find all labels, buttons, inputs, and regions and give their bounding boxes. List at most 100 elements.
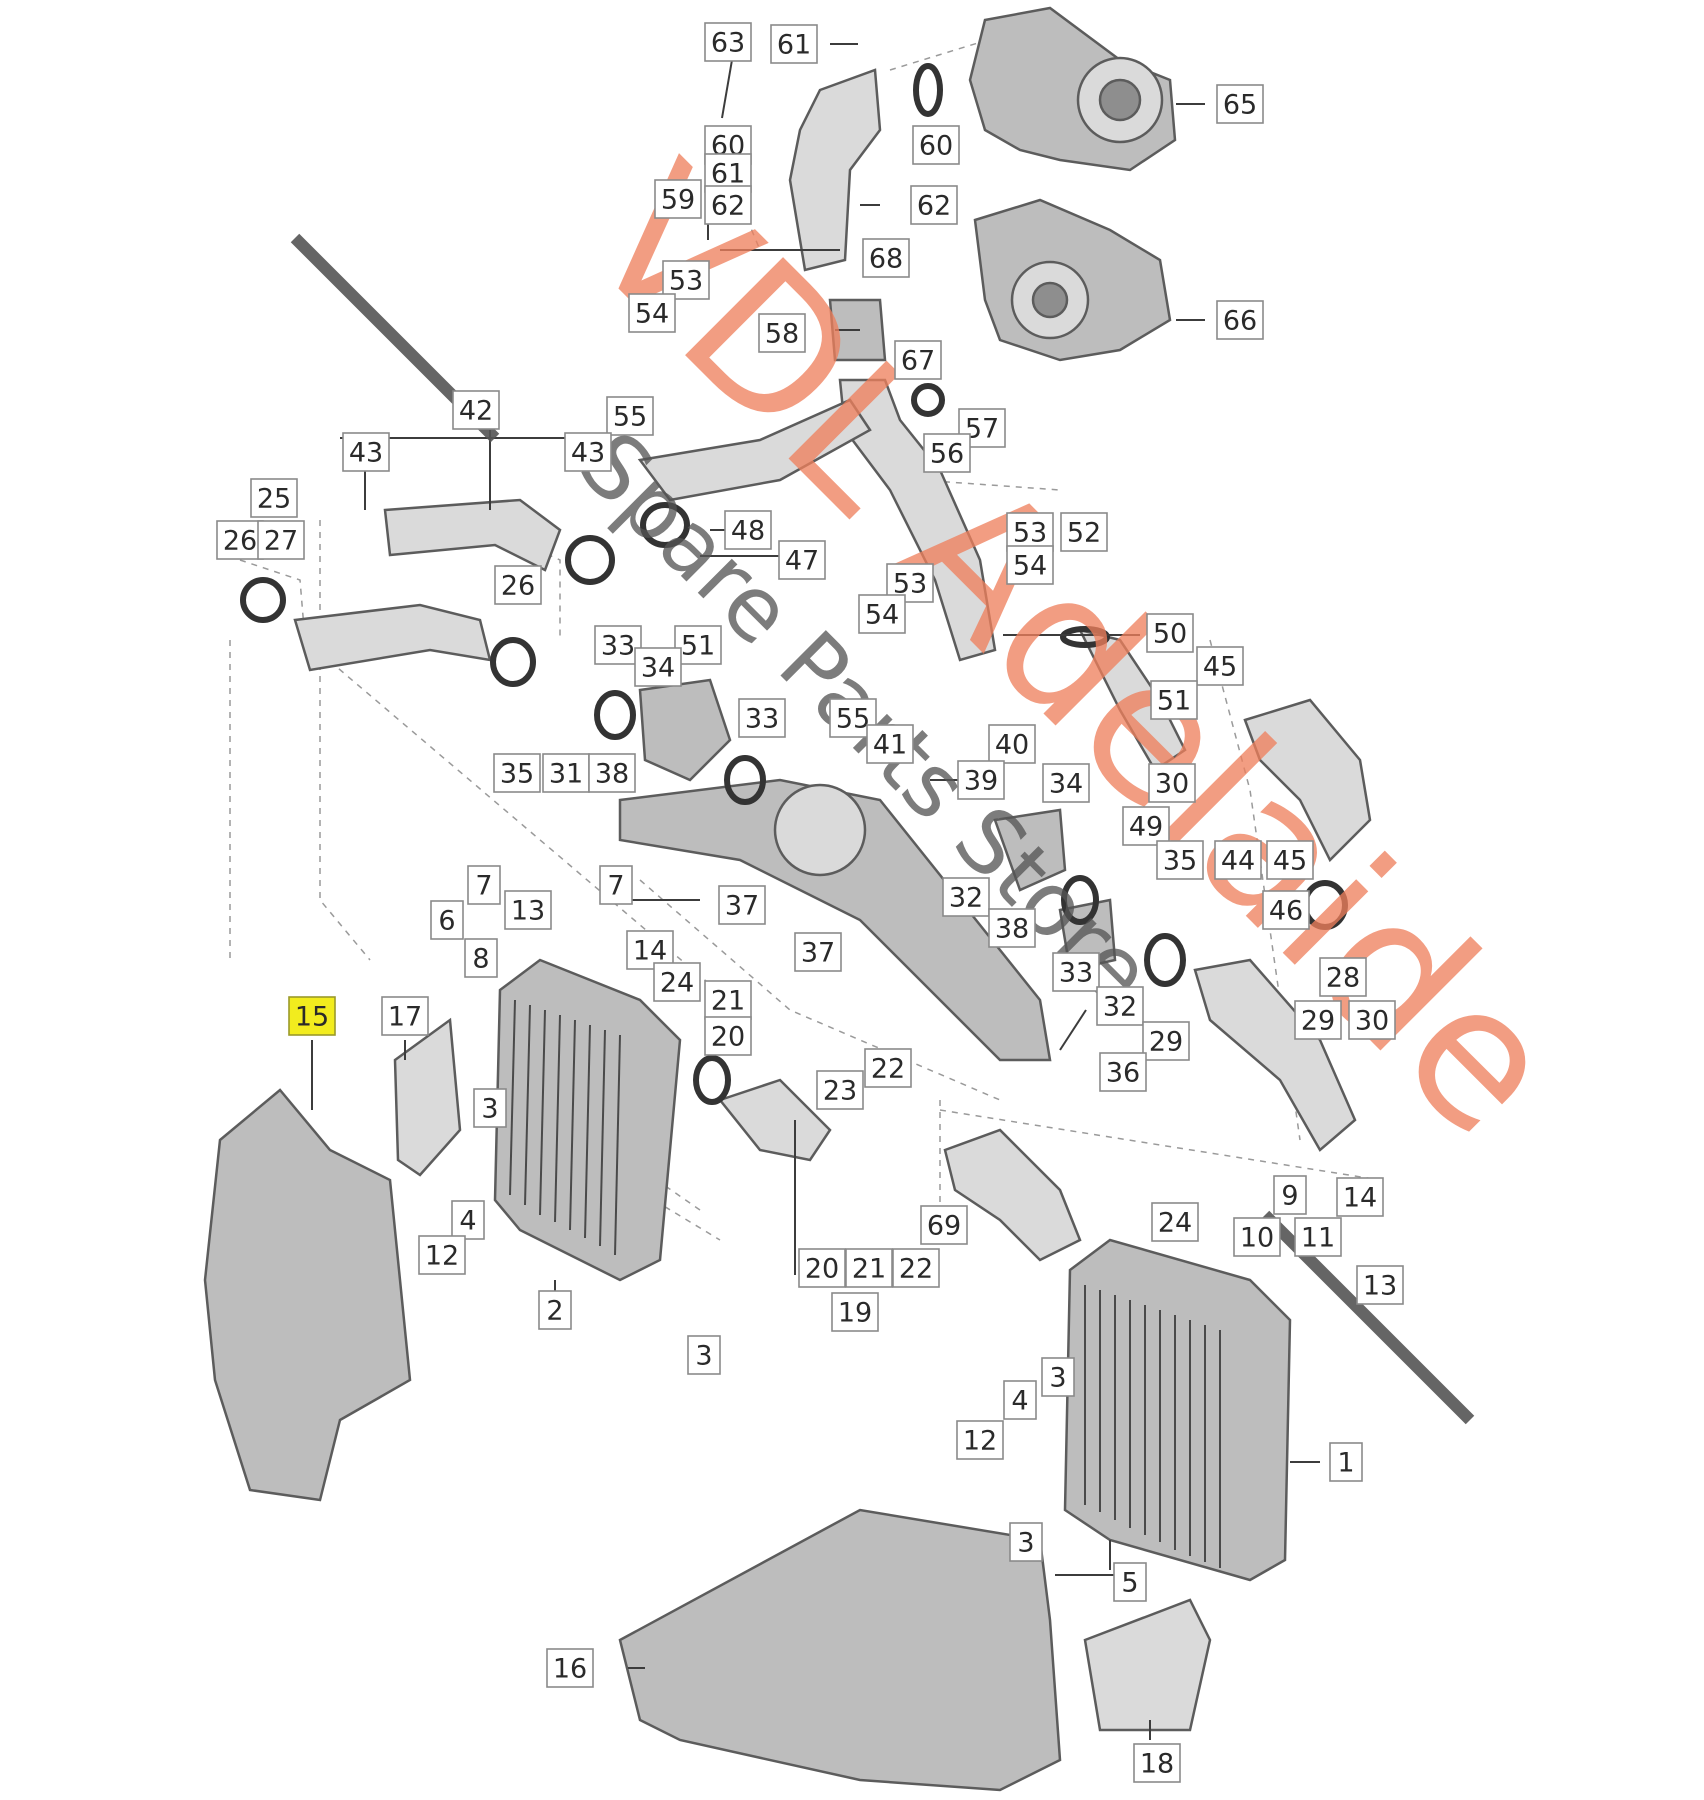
callout-box	[910, 185, 958, 225]
callout-number: 31	[549, 759, 583, 790]
callout-52-c52: 52	[1060, 512, 1108, 552]
callout-number: 16	[553, 1654, 587, 1685]
callout-box	[594, 625, 642, 665]
callout-23-c23: 23	[816, 1070, 864, 1110]
callout-number: 26	[223, 526, 257, 557]
callout-35-c35b: 35	[1156, 840, 1204, 880]
callout-24-c24b: 24	[1151, 1202, 1199, 1242]
callout-number: 55	[613, 402, 647, 433]
callout-number: 61	[711, 159, 745, 190]
callout-number: 56	[930, 439, 964, 470]
callout-number: 3	[481, 1094, 498, 1125]
callout-number: 53	[669, 266, 703, 297]
callout-box	[770, 24, 818, 64]
callout-number: 8	[472, 944, 489, 975]
callout-box	[430, 900, 464, 940]
callout-number: 65	[1223, 90, 1257, 121]
callout-box	[257, 520, 305, 560]
callout-box	[866, 724, 914, 764]
callout-number: 32	[949, 883, 983, 914]
callout-box	[1273, 1175, 1307, 1215]
callout-box	[654, 179, 702, 219]
callout-2-c2: 2	[538, 1290, 572, 1330]
callout-18-c18: 18	[1133, 1743, 1181, 1783]
callout-13-c13a: 13	[504, 890, 552, 930]
callout-box	[1336, 1177, 1384, 1217]
callout-box	[816, 1070, 864, 1110]
callout-38-c38a: 38	[588, 753, 636, 793]
callout-17-c17: 17	[381, 996, 429, 1036]
callout-51-c51b: 51	[1150, 680, 1198, 720]
callout-box	[494, 565, 542, 605]
callout-box	[288, 996, 336, 1036]
callout-box	[1329, 1442, 1363, 1482]
callout-54-c54b: 54	[1006, 545, 1054, 585]
callout-number: 35	[1163, 846, 1197, 877]
callout-number: 22	[871, 1054, 905, 1085]
callout-55-c55b: 55	[829, 698, 877, 738]
callout-box	[1041, 1357, 1075, 1397]
callout-box	[1262, 890, 1310, 930]
callout-number: 52	[1067, 518, 1101, 549]
callout-number: 13	[1363, 1271, 1397, 1302]
callout-66-c66: 66	[1216, 300, 1264, 340]
callout-34-c34b: 34	[1042, 763, 1090, 803]
callout-box	[634, 647, 682, 687]
callout-number: 30	[1155, 769, 1189, 800]
callout-box	[1216, 300, 1264, 340]
callout-60-c60a: 60	[912, 125, 960, 165]
callout-number: 18	[1140, 1749, 1174, 1780]
callout-44-c44: 44	[1214, 840, 1262, 880]
callout-box	[674, 625, 722, 665]
callout-33-c33a: 33	[594, 625, 642, 665]
callout-number: 26	[501, 571, 535, 602]
callout-number: 54	[1013, 551, 1047, 582]
callout-box	[1096, 986, 1144, 1026]
charge-pipe-69	[943, 1128, 1082, 1262]
callout-box	[1003, 1380, 1037, 1420]
callout-box	[1156, 840, 1204, 880]
callout-62-c62b: 62	[704, 185, 752, 225]
callout-number: 4	[1011, 1386, 1028, 1417]
callout-box	[504, 890, 552, 930]
callout-number: 7	[475, 871, 492, 902]
callout-box	[1150, 680, 1198, 720]
callout-3-c3c: 3	[1041, 1357, 1075, 1397]
callout-12-c12a: 12	[418, 1235, 466, 1275]
callout-box	[1133, 1743, 1181, 1783]
callout-45-c45a: 45	[1196, 646, 1244, 686]
callout-number: 22	[899, 1254, 933, 1285]
callout-box	[988, 908, 1036, 948]
callout-box	[920, 1205, 968, 1245]
callout-box	[1148, 763, 1196, 803]
callout-box	[542, 753, 590, 793]
callout-12-c12b: 12	[956, 1420, 1004, 1460]
callout-number: 6	[438, 906, 455, 937]
callout-35-c35a: 35	[493, 753, 541, 793]
callout-number: 69	[927, 1211, 961, 1242]
callout-47-c47: 47	[778, 540, 826, 580]
callout-box	[1356, 1265, 1404, 1305]
callout-box	[493, 753, 541, 793]
callout-box	[1006, 545, 1054, 585]
callout-number: 37	[725, 891, 759, 922]
callout-number: 38	[595, 759, 629, 790]
callout-29-c29a: 29	[1142, 1021, 1190, 1061]
callout-number: 21	[852, 1254, 886, 1285]
callout-63-c63: 63	[704, 22, 752, 62]
air-duct-left	[203, 1088, 412, 1502]
callout-13-c13b: 13	[1356, 1265, 1404, 1305]
callout-number: 43	[571, 438, 605, 469]
callout-number: 11	[1301, 1223, 1335, 1254]
callout-number: 66	[1223, 306, 1257, 337]
callout-32-c32b: 32	[1096, 986, 1144, 1026]
callout-51-c51a: 51	[674, 625, 722, 665]
callout-19-c19: 19	[831, 1292, 879, 1332]
callout-26-c26b: 26	[494, 565, 542, 605]
callout-box	[467, 865, 501, 905]
callout-box	[1214, 840, 1262, 880]
callout-14-c14b: 14	[1336, 1177, 1384, 1217]
callout-number: 61	[777, 30, 811, 61]
callout-58-c58: 58	[758, 313, 806, 353]
